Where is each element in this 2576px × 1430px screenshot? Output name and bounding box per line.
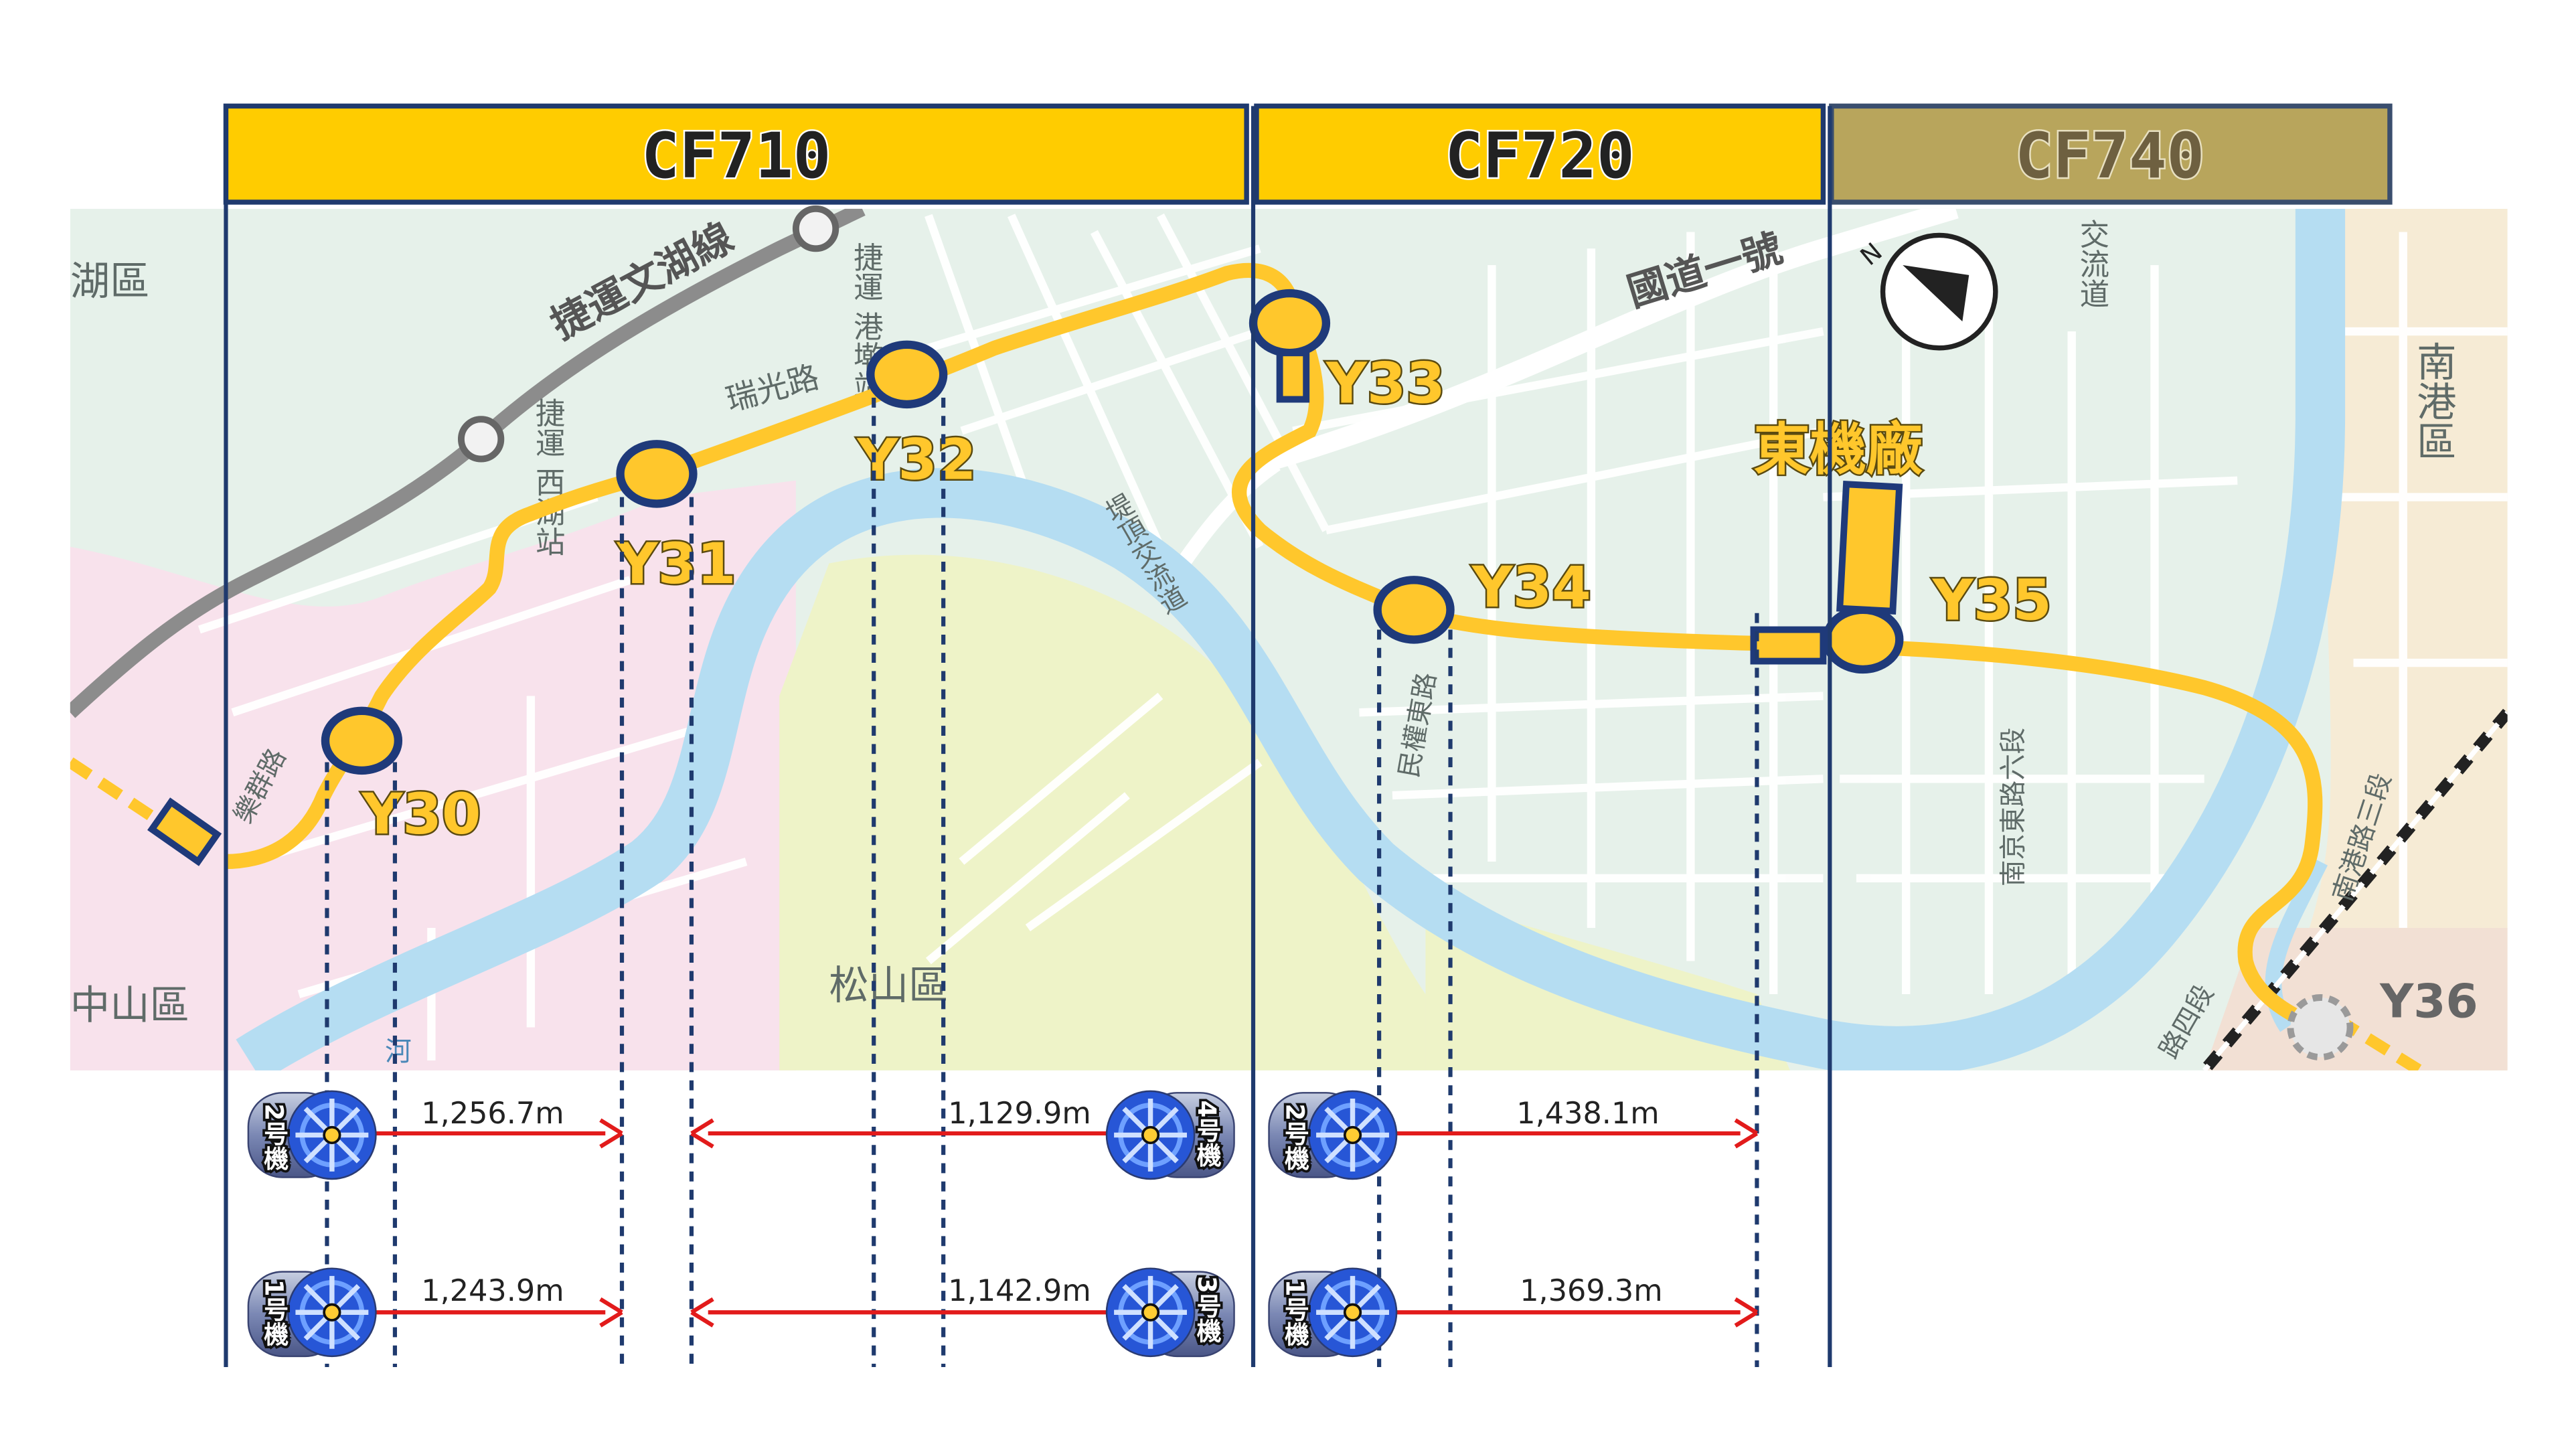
highway: [1257, 208, 1959, 474]
station-y32: [866, 340, 948, 409]
header-cf740-label: CF740: [2015, 120, 2204, 193]
label-neihu: 湖區: [70, 259, 150, 305]
gangqi-station-marker: [792, 205, 839, 252]
station-y34: [1373, 576, 1455, 644]
tbm-cf710-1-icon: 1号機: [247, 1269, 375, 1356]
station-y35: [1822, 605, 1904, 674]
tbm-cf710-4-label: 4号機: [1192, 1100, 1222, 1167]
header-cf740: [1829, 103, 2393, 205]
depot-shaft: [1836, 481, 1903, 615]
tbm-machines: 2号機 1号機 4号機 3号機 2号機 1号機: [247, 1092, 1396, 1356]
distance-labels: 1,256.7m 1,243.9m 1,129.9m 1,142.9m 1,43…: [421, 1096, 1662, 1308]
stations: [147, 289, 2354, 1061]
xihu-station-marker: [457, 416, 505, 463]
label-jiaoliu: 交流道: [2074, 219, 2109, 309]
label-xihu: 捷運 西湖站: [530, 398, 565, 556]
station-y36: [2287, 994, 2354, 1061]
label-y34: Y34: [1471, 554, 1591, 620]
route-line: [224, 262, 2324, 1034]
label-river: 河: [385, 1036, 412, 1067]
label-nanjing: 南京東路六段: [1998, 728, 2028, 887]
header-cf710-label: CF710: [641, 120, 831, 193]
label-y35: Y35: [1932, 568, 2052, 633]
header-cf710: [223, 103, 1249, 205]
station-labels: Y30 Y31 Y32 Y33 Y34 Y35 東機廠: [359, 349, 2053, 848]
label-y36: Y36: [2379, 975, 2478, 1029]
distance-cf710-m3: 1,142.9m: [948, 1273, 1091, 1308]
distance-arrows: [368, 1118, 1759, 1328]
tbm-cf720-1-icon: 1号機: [1268, 1269, 1396, 1356]
section-dividers: [224, 106, 1832, 1367]
distance-cf710-m4: 1,129.9m: [948, 1096, 1091, 1131]
tbm-cf720-2-icon: 2号機: [1268, 1092, 1396, 1178]
station-y31: [616, 440, 698, 508]
label-y31: Y31: [617, 531, 736, 597]
header-cf720: [1254, 103, 1826, 205]
river: [236, 208, 2346, 1070]
tbm-cf720-2-label: 2号機: [1280, 1103, 1309, 1170]
y35-launch-shaft: [1750, 626, 1827, 665]
label-songshan: 松山區: [829, 963, 948, 1009]
tbm-cf710-2-icon: 2号機: [247, 1092, 375, 1178]
railway: [2200, 708, 2508, 1070]
wenhu-line: [70, 208, 866, 718]
distance-cf720-m1: 1,369.3m: [1520, 1273, 1662, 1308]
distance-cf720-m2: 1,438.1m: [1516, 1096, 1659, 1131]
y30-launch-shaft: [147, 797, 222, 866]
station-y30: [321, 706, 403, 775]
distance-cf710-m1: 1,243.9m: [421, 1273, 564, 1308]
section-headers: CF710 CF720 CF740: [223, 103, 2393, 205]
station-y33-shaft: [1276, 349, 1310, 403]
label-y33: Y33: [1325, 350, 1445, 416]
label-y30: Y30: [361, 781, 481, 847]
label-depot: 東機廠: [1753, 416, 1922, 482]
tbm-cf710-4-icon: 4号機: [1107, 1092, 1235, 1178]
tbm-cf710-1-label: 1号機: [260, 1279, 289, 1346]
label-zhongshan: 中山區: [70, 983, 189, 1029]
dashed-guides: [325, 398, 1759, 1367]
tbm-cf710-3-icon: 3号機: [1107, 1269, 1235, 1356]
label-y32: Y32: [856, 426, 976, 492]
station-y33: [1249, 289, 1331, 358]
label-nangang-district: 南港區: [2410, 341, 2456, 461]
distance-cf710-m2: 1,256.7m: [421, 1096, 564, 1131]
tbm-cf720-1-label: 1号機: [1280, 1279, 1309, 1346]
orange-line-west: [70, 757, 212, 858]
tbm-cf710-2-label: 2号機: [260, 1103, 289, 1170]
tbm-cf710-3-label: 3号機: [1192, 1276, 1222, 1343]
compass-icon: N: [1855, 232, 1998, 351]
header-cf720-label: CF720: [1445, 120, 1635, 193]
